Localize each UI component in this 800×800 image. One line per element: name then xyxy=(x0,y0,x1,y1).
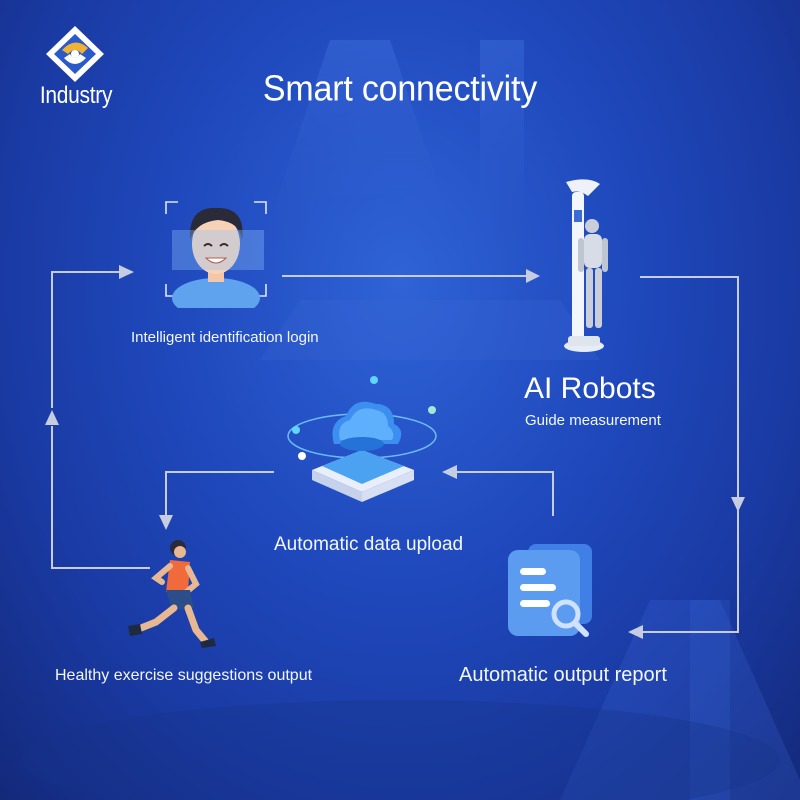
arrow-down-to-report xyxy=(642,510,739,633)
arrow-report-to-upload xyxy=(454,471,554,516)
brand-logo: Industry xyxy=(36,24,116,114)
step-exercise-label: Healthy exercise suggestions output xyxy=(55,667,313,684)
face-scan-icon xyxy=(165,201,267,308)
runner-icon xyxy=(128,540,216,648)
robot-icon xyxy=(564,179,608,352)
page-title: Smart connectivity xyxy=(262,69,538,109)
step-robots-title: AI Robots xyxy=(524,372,656,405)
cloud-upload-icon xyxy=(287,376,437,502)
arrow-runner-up xyxy=(51,426,150,569)
logo-mark-icon xyxy=(46,26,104,82)
arrow-upload-to-runner xyxy=(165,471,274,518)
step-login-label: Intelligent identification login xyxy=(131,329,319,346)
arrow-up-to-login xyxy=(51,271,122,408)
step-upload-label: Automatic data upload xyxy=(274,534,464,555)
logo-text: Industry xyxy=(39,82,113,109)
step-robots-subtitle: Guide measurement xyxy=(525,412,661,429)
report-document-icon xyxy=(508,544,592,637)
arrow-robot-down xyxy=(640,276,739,498)
step-report-label: Automatic output report xyxy=(459,664,667,686)
